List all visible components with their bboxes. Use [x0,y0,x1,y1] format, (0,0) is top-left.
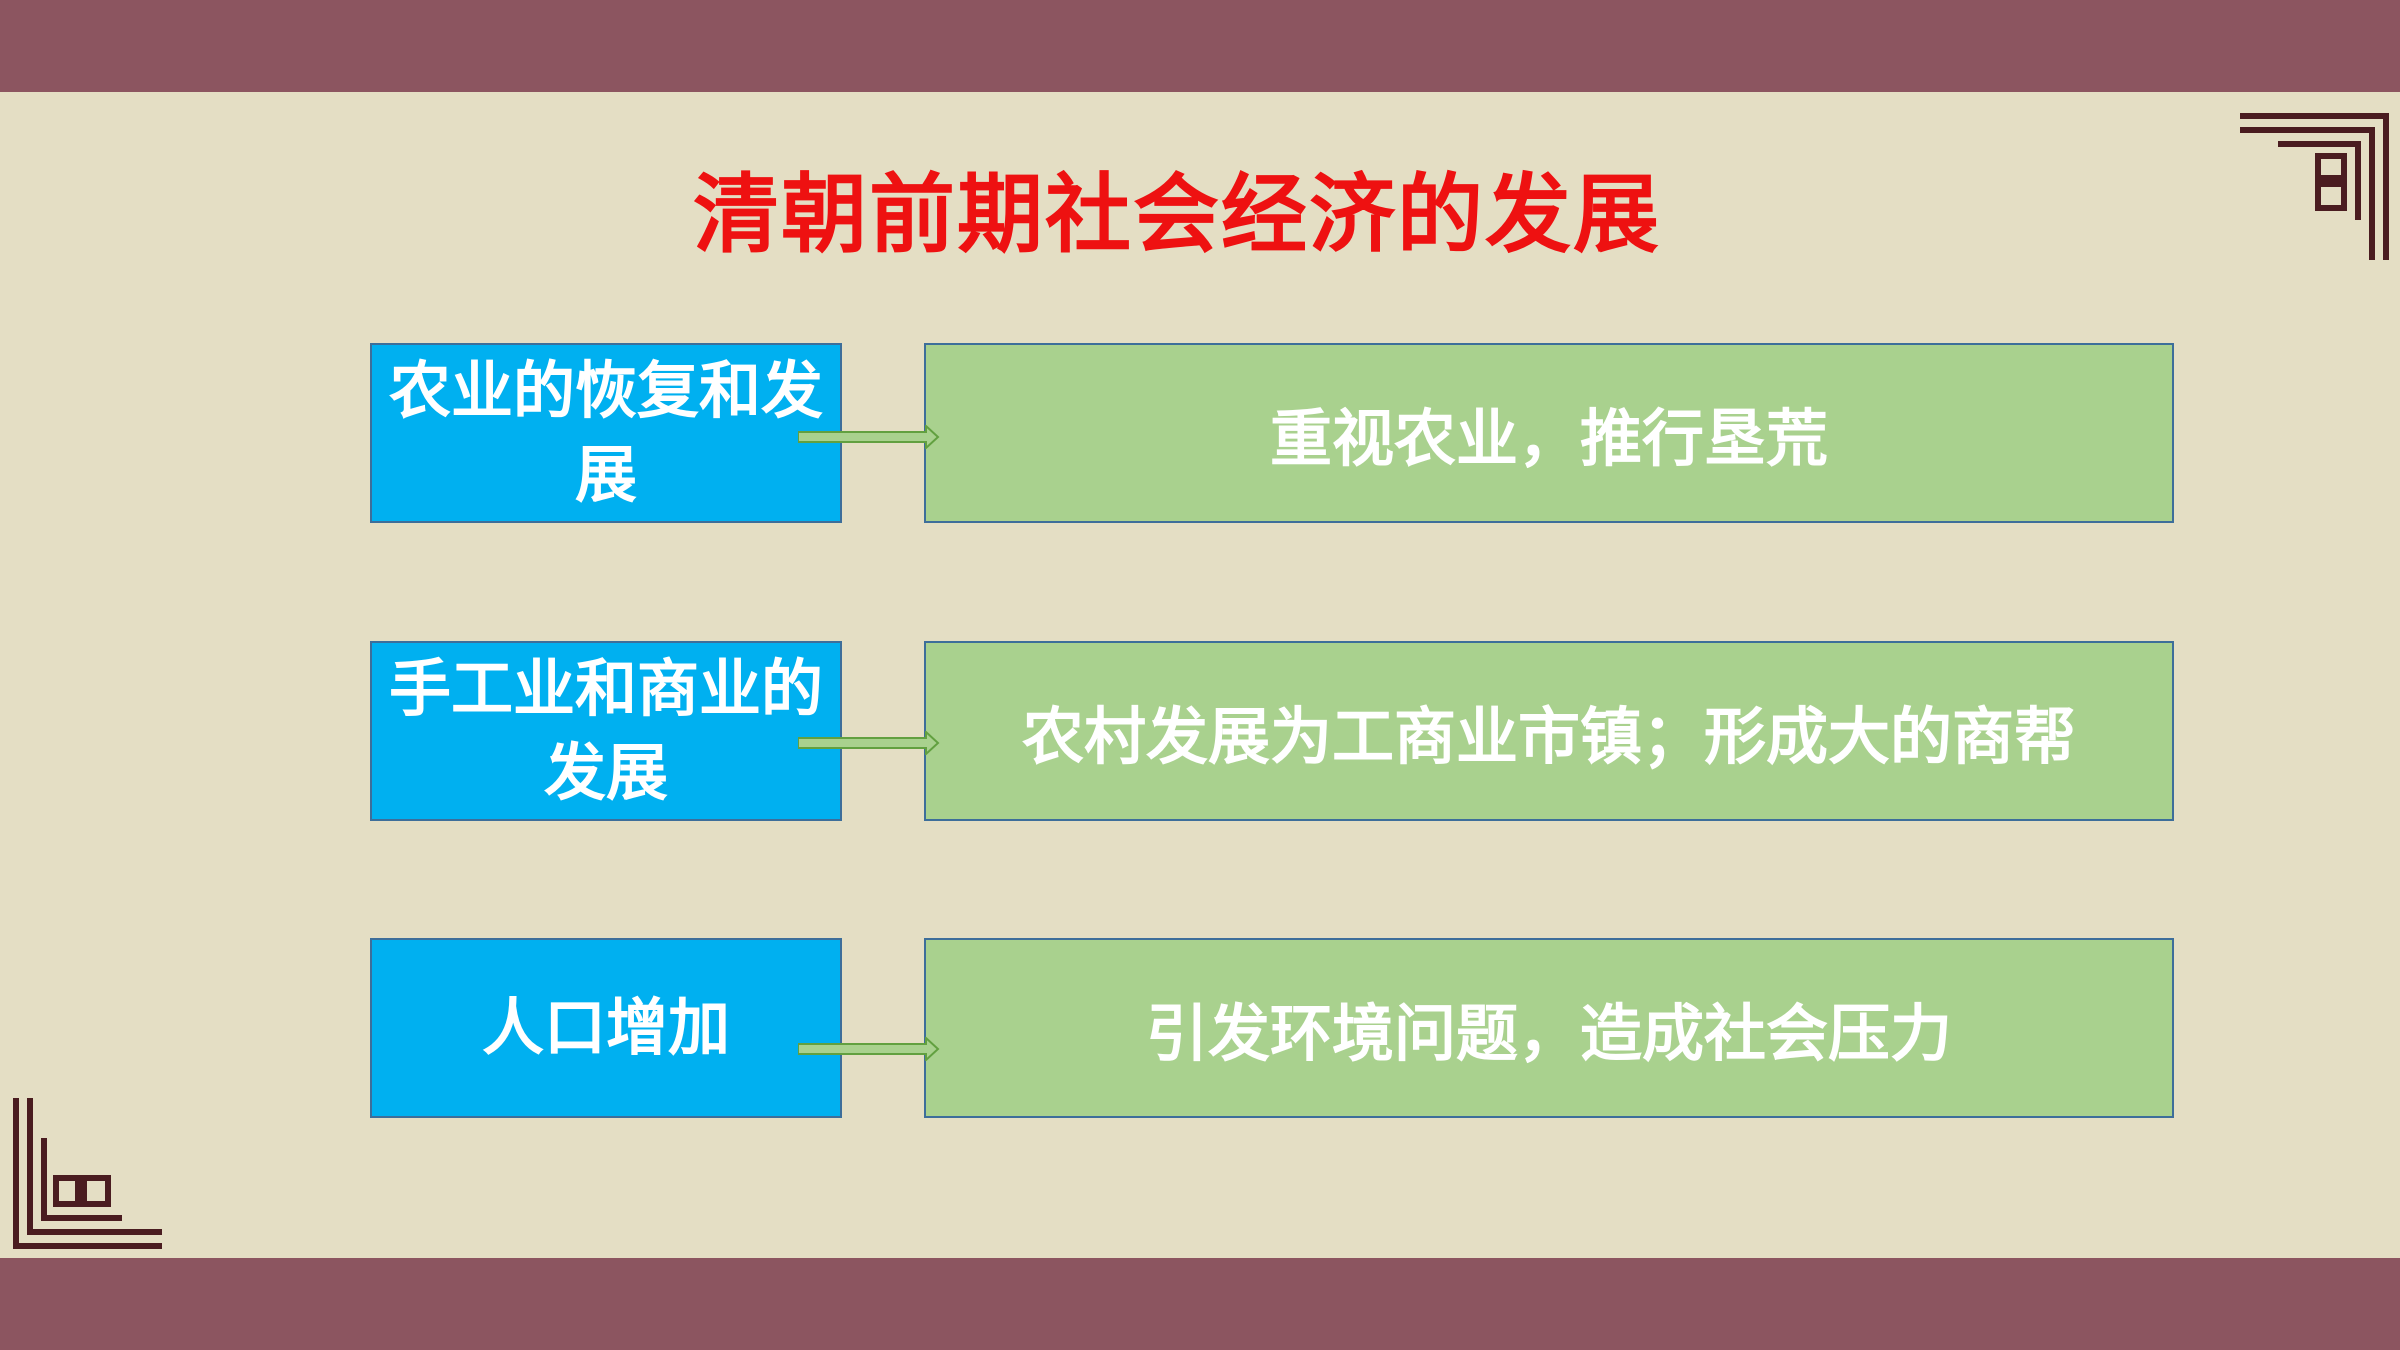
category-label: 人口增加 [481,991,730,1064]
bottom-band [0,1258,2400,1350]
category-box-population: 人口增加 [370,938,842,1118]
detail-label: 引发环境问题，造成社会压力 [1145,997,1952,1070]
right-arrow-icon [798,425,940,449]
detail-box-population: 引发环境问题，造成社会压力 [924,938,2174,1118]
detail-box-agriculture: 重视农业，推行垦荒 [924,343,2174,523]
category-label: 手工业和商业的发展 [388,652,823,809]
detail-label: 农村发展为工商业市镇；形成大的商帮 [1021,700,2076,773]
detail-box-handicraft-commerce: 农村发展为工商业市镇；形成大的商帮 [924,641,2174,821]
top-band [0,0,2400,92]
category-box-handicraft-commerce: 手工业和商业的发展 [370,641,842,821]
fret-corner-ornament-icon [13,1098,162,1249]
category-label: 农业的恢复和发展 [388,354,823,511]
detail-label: 重视农业，推行垦荒 [1269,402,1828,475]
category-box-agriculture: 农业的恢复和发展 [370,343,842,523]
slide-title: 清朝前期社会经济的发展 [693,165,1661,265]
right-arrow-icon [798,731,940,755]
right-arrow-icon [798,1037,940,1061]
fret-corner-ornament-icon [2240,113,2389,260]
